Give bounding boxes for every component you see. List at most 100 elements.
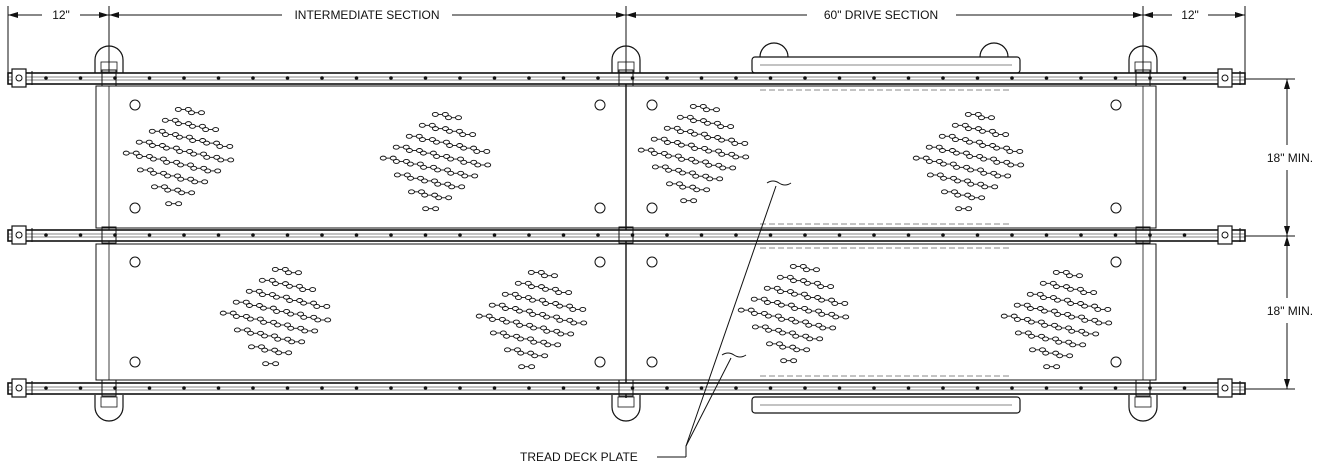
tread-bone-end (790, 291, 798, 297)
rail-bolt (699, 386, 704, 390)
tread-bone-end (776, 274, 784, 280)
tread-bone (953, 164, 971, 170)
tread-bone (693, 187, 711, 193)
tread-bone-end (498, 316, 506, 322)
tread-bone-end (324, 317, 332, 323)
rail-bolt (216, 386, 221, 390)
tread-bone (1028, 333, 1046, 339)
tread-bone-end (818, 311, 826, 317)
rail-bolt (1113, 76, 1118, 80)
tread-bone-end (728, 151, 736, 157)
rail-bolt (216, 233, 221, 237)
tread-bone (174, 106, 192, 112)
rail-bolt (872, 76, 876, 80)
tread-bone-end (448, 184, 456, 190)
tread-bone-end (1016, 148, 1024, 154)
tread-bone (666, 181, 683, 187)
tread-bone (938, 148, 956, 153)
tread-bone-end (283, 308, 291, 314)
tread-bone (177, 162, 194, 168)
tread-bone-end (1040, 308, 1048, 314)
tread-bone (1056, 353, 1074, 359)
tread-bone-end (965, 206, 973, 212)
tread-bone-end (503, 333, 511, 339)
tread-bone (925, 144, 943, 150)
tread-bone-end (314, 317, 322, 323)
tread-bone (831, 300, 849, 306)
wheel-axle-block (617, 396, 635, 408)
rail-bolt (561, 386, 566, 390)
tread-bone-end (538, 284, 545, 290)
tread-bone (993, 145, 1011, 151)
tread-bone-end (421, 192, 429, 198)
tread-bone (502, 319, 520, 325)
tread-bone (1069, 342, 1087, 348)
tread-bone (818, 297, 836, 303)
rail-bolt (182, 76, 186, 80)
rail-end-bracket (11, 68, 27, 88)
tread-bone-end (285, 270, 292, 276)
tread-pattern (475, 269, 588, 370)
tread-bone-end (135, 153, 143, 159)
tread-bone-end (470, 145, 478, 151)
rail-end-bracket (1217, 225, 1233, 245)
tread-bone-end (637, 147, 645, 153)
rail-bolt (1182, 233, 1187, 237)
tread-bone-end (1095, 320, 1103, 326)
tread-bone-end (719, 165, 727, 171)
tread-bone-end (528, 364, 536, 370)
tread-bone-end (804, 280, 811, 286)
tread-bone (420, 164, 438, 170)
tread-bone (422, 206, 440, 212)
tread-bone (650, 150, 668, 156)
tread-bone-end (949, 161, 957, 167)
tread-bone (779, 344, 797, 350)
tread-bone (704, 120, 721, 126)
tread-bone-end (1068, 328, 1076, 334)
tread-bone (447, 170, 465, 176)
tread-bone (1080, 290, 1098, 296)
tread-bone-end (663, 140, 671, 145)
tread-bone (272, 294, 290, 300)
tread-bone-end (159, 156, 167, 162)
tread-bone-end (515, 308, 523, 314)
tread-bone-end (991, 184, 999, 190)
tread-bone-end (779, 344, 787, 350)
tread-bone-end (939, 161, 947, 167)
tread-bone (706, 176, 724, 182)
tread-bone-end (177, 162, 184, 168)
tread-bone-end (526, 322, 534, 328)
lane-width-dimension (1245, 78, 1295, 390)
rail-bolt (78, 76, 83, 80)
tread-bone-end (780, 358, 788, 364)
tread-bone-end (570, 320, 578, 326)
tread-bone-end (531, 353, 539, 359)
tread-bone-end (555, 290, 563, 296)
tread-bone-end (715, 162, 723, 168)
rail-bolt (1044, 233, 1049, 237)
tread-bone (1094, 306, 1112, 312)
tread-bone-end (951, 122, 959, 128)
tread-bone-end (651, 164, 659, 170)
rail-bolt (768, 76, 773, 80)
tread-bone (819, 325, 837, 331)
tread-bone-end (965, 126, 972, 132)
tread-bone (501, 306, 519, 311)
tread-bone-end (272, 361, 280, 367)
tread-bone-end (187, 176, 195, 182)
tread-bone (473, 148, 491, 154)
tread-bone-end (554, 342, 562, 348)
tread-bone-end (952, 137, 959, 143)
tread-bone (434, 181, 452, 187)
wheel-axle-block (1134, 61, 1152, 73)
tread-bone-end (191, 179, 199, 185)
tread-bone (994, 173, 1012, 179)
rail-bolt (665, 76, 669, 80)
tread-bone (460, 159, 478, 165)
tread-bone-end (829, 325, 837, 331)
tread-bone-end (461, 173, 469, 179)
tread-bone-end (1081, 317, 1089, 323)
tread-bone-end (1053, 364, 1061, 370)
tread-bone-end (1006, 148, 1014, 154)
tread-bone-end (1081, 303, 1089, 309)
